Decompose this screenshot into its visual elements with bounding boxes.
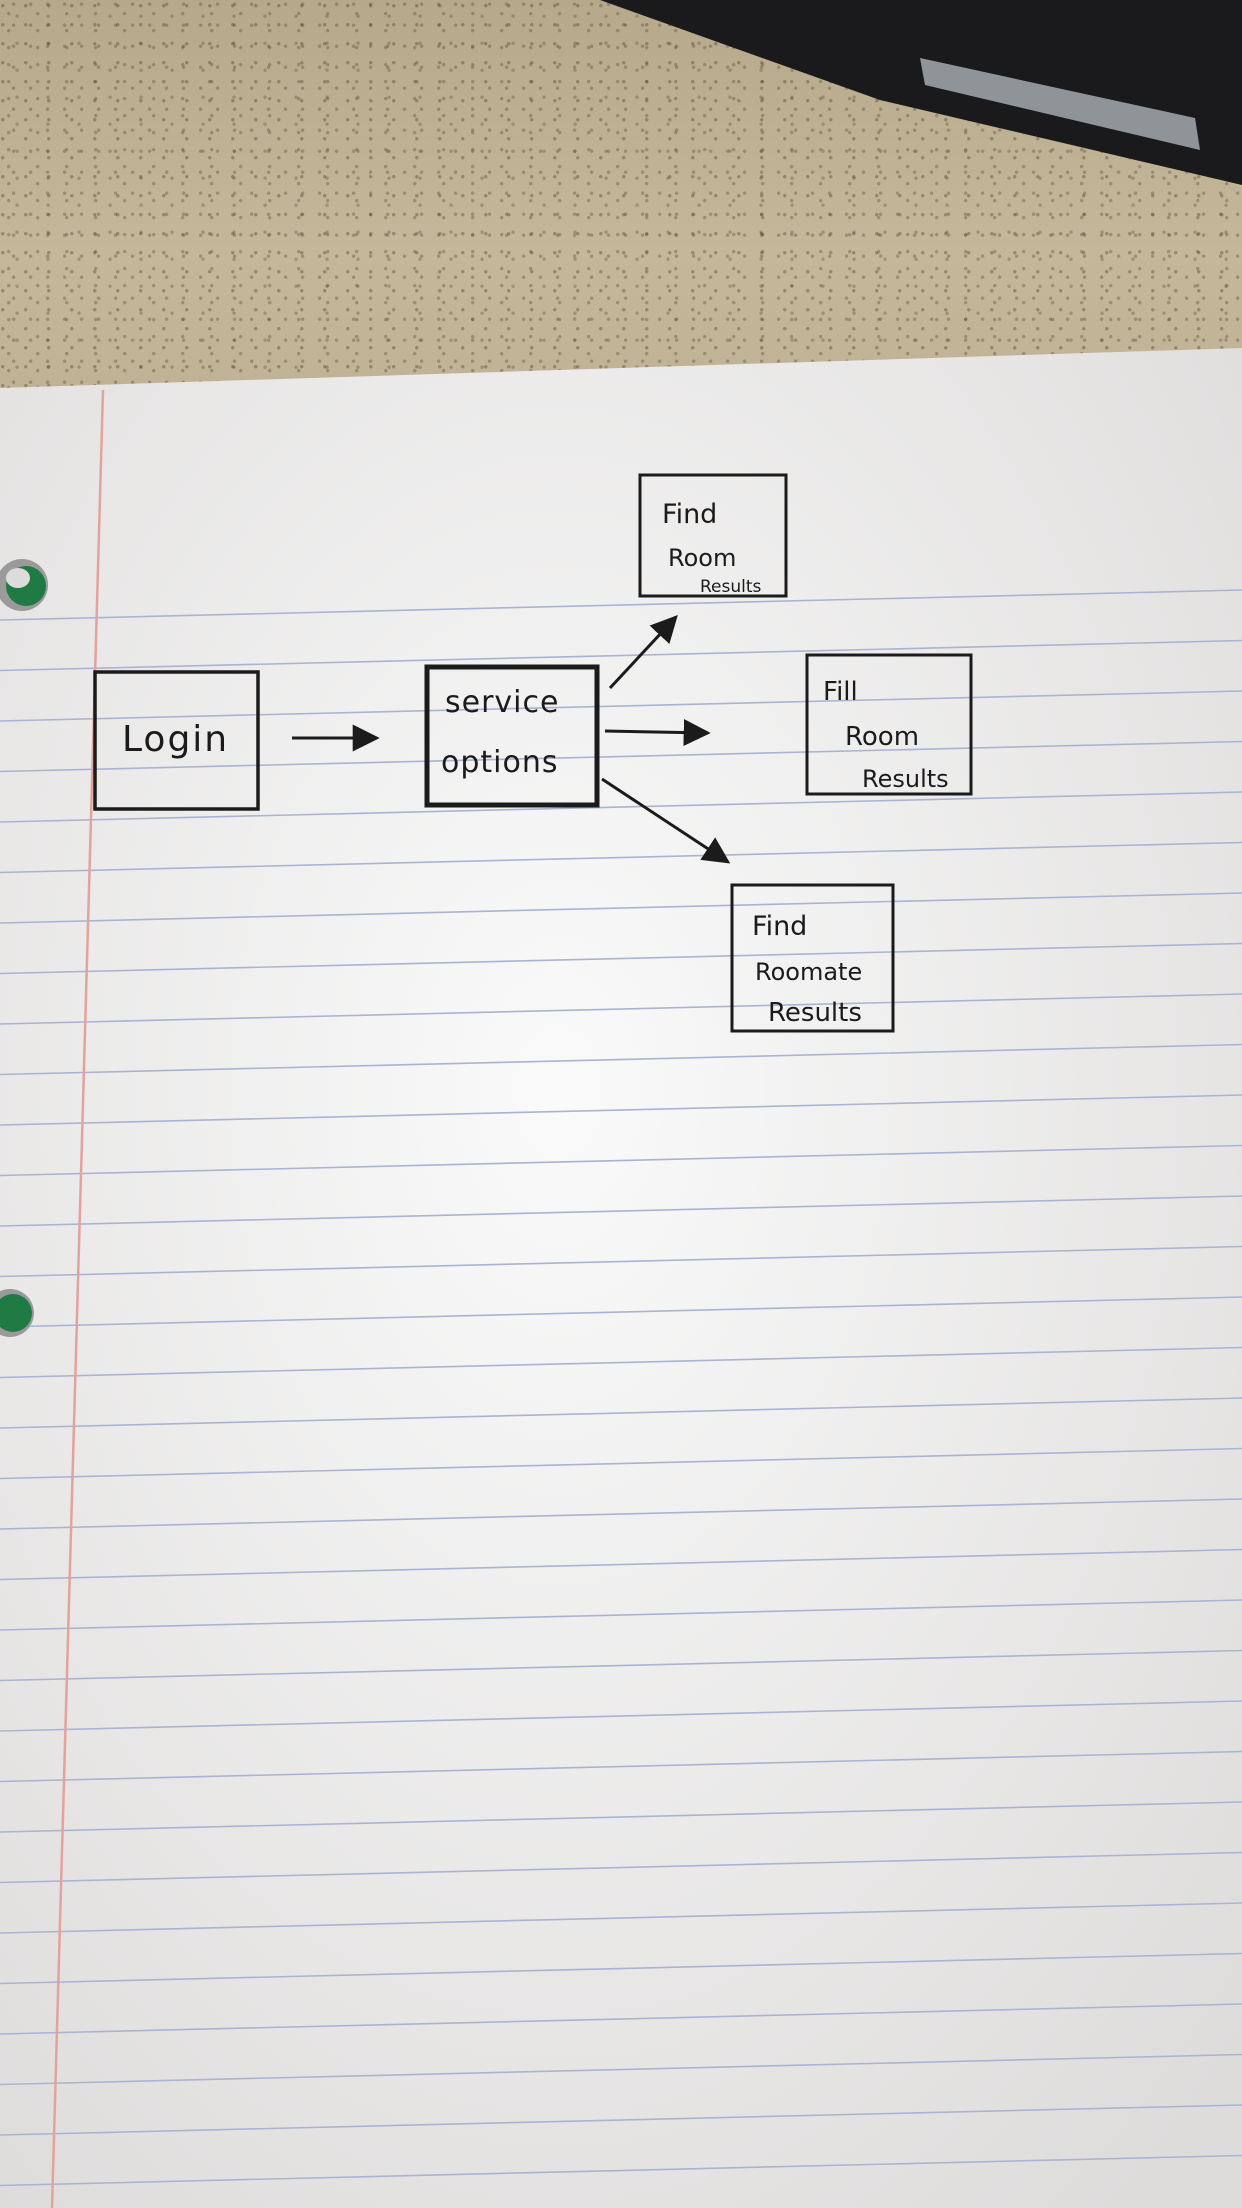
node-fill-room-results-label-line-1: Fill: [823, 677, 858, 707]
ruled-line: [0, 1952, 1242, 1985]
ruled-line: [0, 1346, 1242, 1379]
ruled-line: [0, 1397, 1242, 1429]
edge-service-options-to-find-roommate-results: [601, 777, 731, 864]
binder-hole-middle: [0, 1289, 34, 1337]
paper-sheet: [0, 348, 1242, 2208]
ruled-line: [0, 2003, 1242, 2035]
node-box: [730, 883, 895, 1033]
node-find-room-results: Find Room Results: [638, 473, 788, 598]
ruled-line: [0, 1851, 1242, 1884]
edges: [292, 615, 731, 864]
node-fill-room-results-label-line-3: Results: [862, 765, 949, 793]
node-service-options-label-line-2: options: [441, 745, 559, 780]
ruled-line: [0, 1801, 1242, 1833]
ruled-lines: [0, 589, 1242, 2187]
ruled-line: [0, 1750, 1242, 1783]
node-find-roommate-results-label-line-3: Results: [768, 998, 862, 1028]
node-fill-room-results-label-line-2: Room: [845, 722, 919, 752]
ruled-line: [0, 791, 1242, 823]
ruled-line: [0, 942, 1242, 975]
ruled-line: [0, 1296, 1242, 1328]
ruled-line: [0, 1144, 1242, 1177]
ruled-line: [0, 2053, 1242, 2086]
flow-diagram: Login service options Find Room Results …: [93, 473, 973, 1033]
ruled-line: [0, 1700, 1242, 1732]
edge-service-options-to-fill-room-results: [604, 719, 711, 747]
ruled-line: [0, 1902, 1242, 1934]
ruled-line: [0, 993, 1242, 1025]
node-fill-room-results: Fill Room Results: [805, 653, 973, 796]
ruled-line: [0, 1195, 1242, 1227]
ruled-line: [0, 1498, 1242, 1530]
ruled-line: [0, 2104, 1242, 2136]
node-find-roommate-results-label-line-1: Find: [752, 911, 807, 942]
ruled-line: [0, 639, 1242, 672]
node-box: [805, 653, 973, 796]
binder-hole-top: [0, 559, 48, 611]
ruled-line: [0, 841, 1242, 874]
ruled-line: [0, 1649, 1242, 1682]
node-service-options: service options: [424, 664, 600, 808]
ruled-line: [0, 690, 1242, 722]
node-service-options-label-line-1: service: [445, 685, 559, 720]
node-login-label-line-1: Login: [122, 719, 229, 760]
laptop-edge: [600, 0, 1242, 185]
ruled-line: [0, 1447, 1242, 1480]
node-box: [93, 670, 260, 811]
ruled-line: [0, 1094, 1242, 1126]
ruled-line: [0, 2154, 1242, 2187]
node-find-room-results-label-line-1: Find: [662, 499, 717, 530]
node-find-room-results-label-line-3: Results: [700, 577, 762, 597]
ruled-line: [0, 1548, 1242, 1581]
node-find-roommate-results: Find Roomate Results: [730, 883, 895, 1033]
ruled-line: [0, 740, 1242, 773]
ruled-line: [0, 1245, 1242, 1278]
edge-service-options-to-find-room-results: [608, 615, 678, 690]
node-box: [638, 473, 788, 598]
node-find-roommate-results-label-line-2: Roomate: [755, 958, 862, 986]
ruled-line: [0, 1043, 1242, 1076]
ruled-line: [0, 1599, 1242, 1631]
node-find-room-results-label-line-2: Room: [668, 544, 736, 572]
node-login: Login: [93, 670, 260, 811]
node-box: [424, 664, 600, 808]
ruled-line: [0, 892, 1242, 924]
ruled-line: [0, 589, 1242, 621]
